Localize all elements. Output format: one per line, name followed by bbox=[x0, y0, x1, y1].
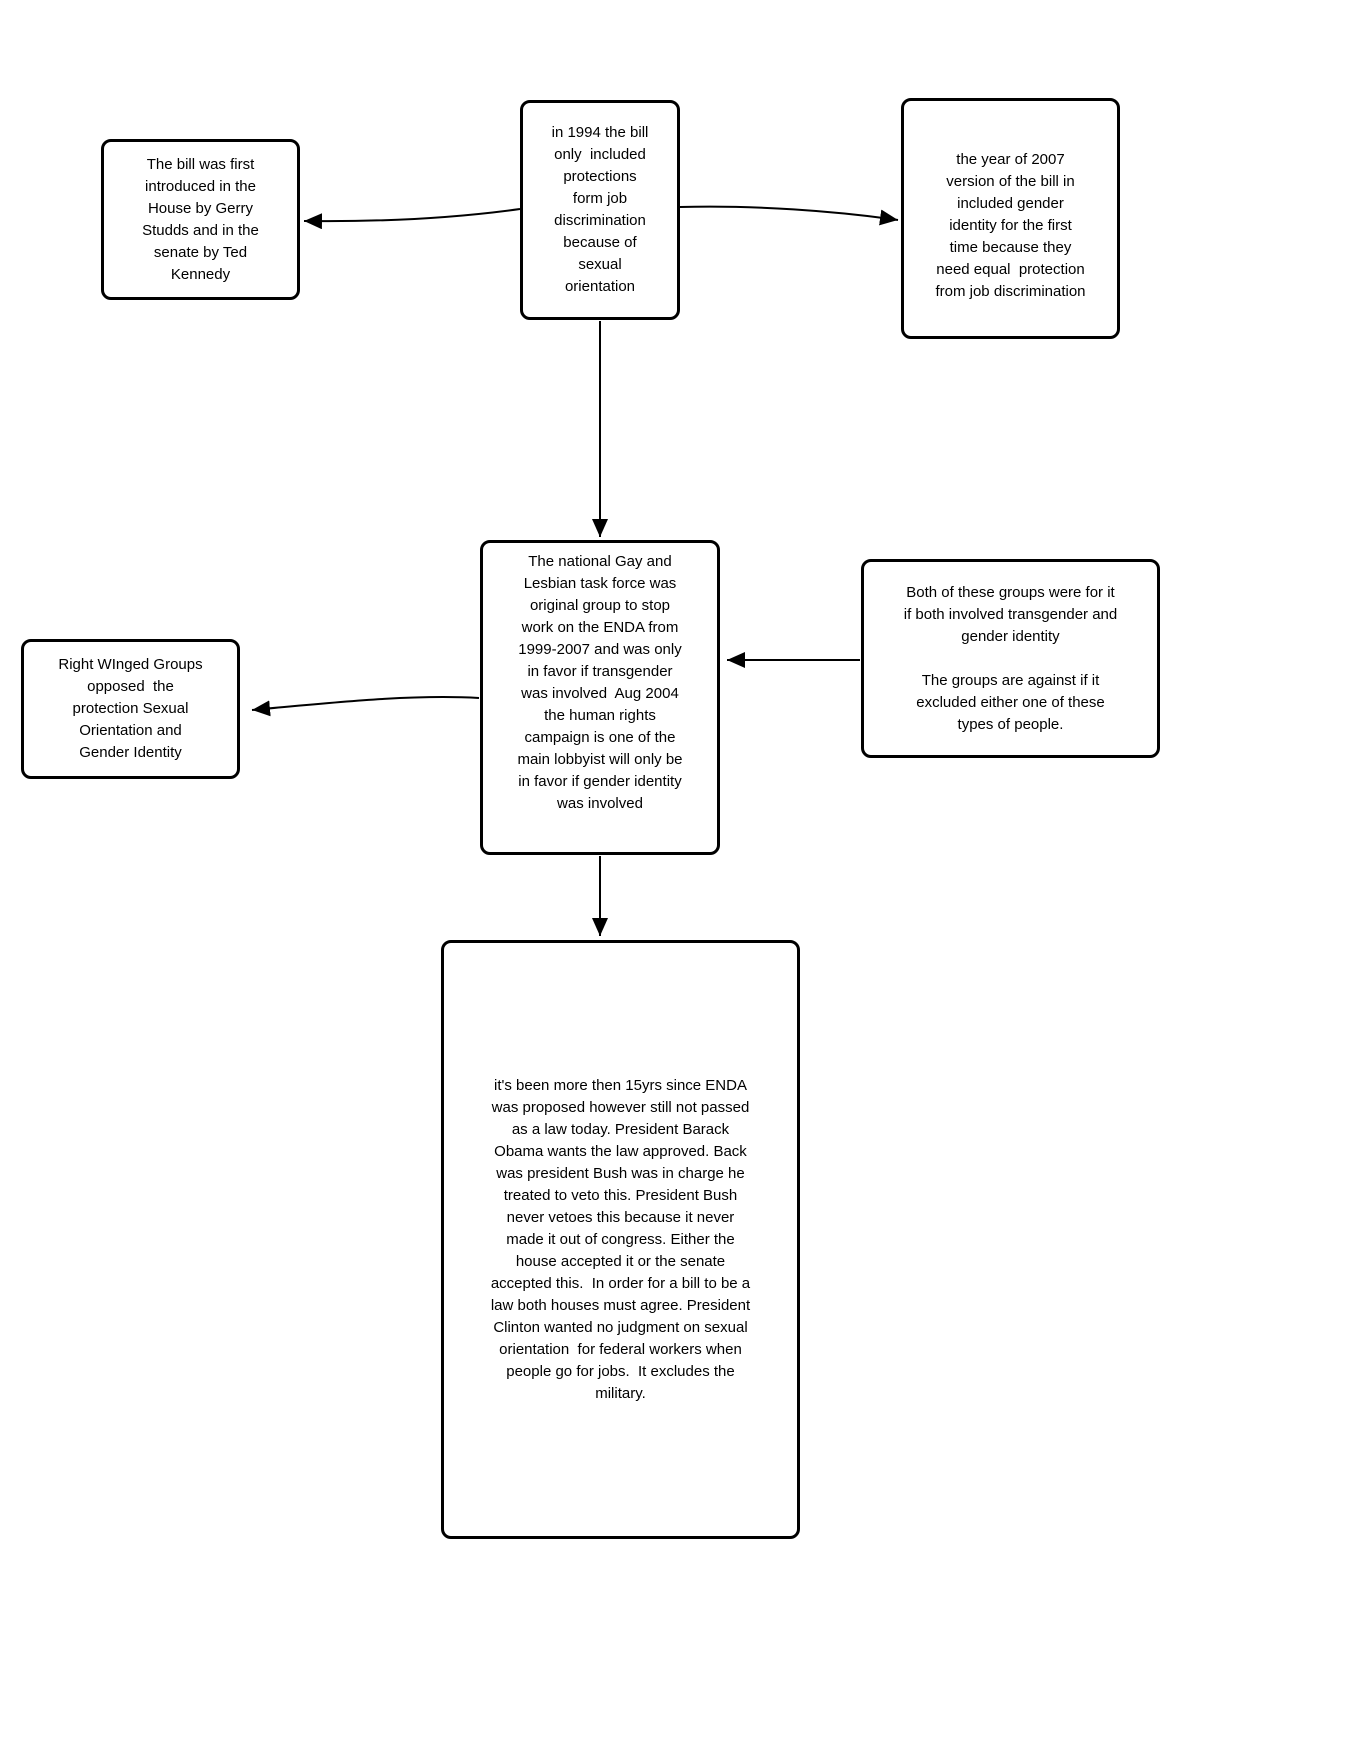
node-1994-bill-text: in 1994 the bill only included protectio… bbox=[551, 124, 649, 295]
node-enda-summary-text: it's been more then 15yrs since ENDA was… bbox=[490, 1076, 751, 1402]
node-2007-version-text: the year of 2007 version of the bill in … bbox=[935, 150, 1086, 300]
node-groups-stance-text: Both of these groups were for it if both… bbox=[903, 583, 1118, 733]
node-task-force: The national Gay and Lesbian task force … bbox=[480, 540, 720, 855]
node-right-winged-groups-text: Right WInged Groups opposed the protecti… bbox=[58, 656, 203, 761]
node-right-winged-groups: Right WInged Groups opposed the protecti… bbox=[21, 639, 240, 779]
node-enda-summary: it's been more then 15yrs since ENDA was… bbox=[441, 940, 800, 1539]
arrow-taskforce-to-rightwing bbox=[251, 696, 480, 717]
node-1994-bill: in 1994 the bill only included protectio… bbox=[520, 100, 680, 320]
node-task-force-text: The national Gay and Lesbian task force … bbox=[517, 552, 683, 812]
node-bill-introduced-text: The bill was first introduced in the Hou… bbox=[142, 155, 259, 283]
node-bill-introduced: The bill was first introduced in the Hou… bbox=[101, 139, 300, 300]
arrow-bill1994-to-year2007 bbox=[679, 205, 899, 226]
arrow-bill1994-to-introduced bbox=[303, 208, 521, 230]
node-2007-version: the year of 2007 version of the bill in … bbox=[901, 98, 1120, 339]
node-groups-stance: Both of these groups were for it if both… bbox=[861, 559, 1160, 758]
